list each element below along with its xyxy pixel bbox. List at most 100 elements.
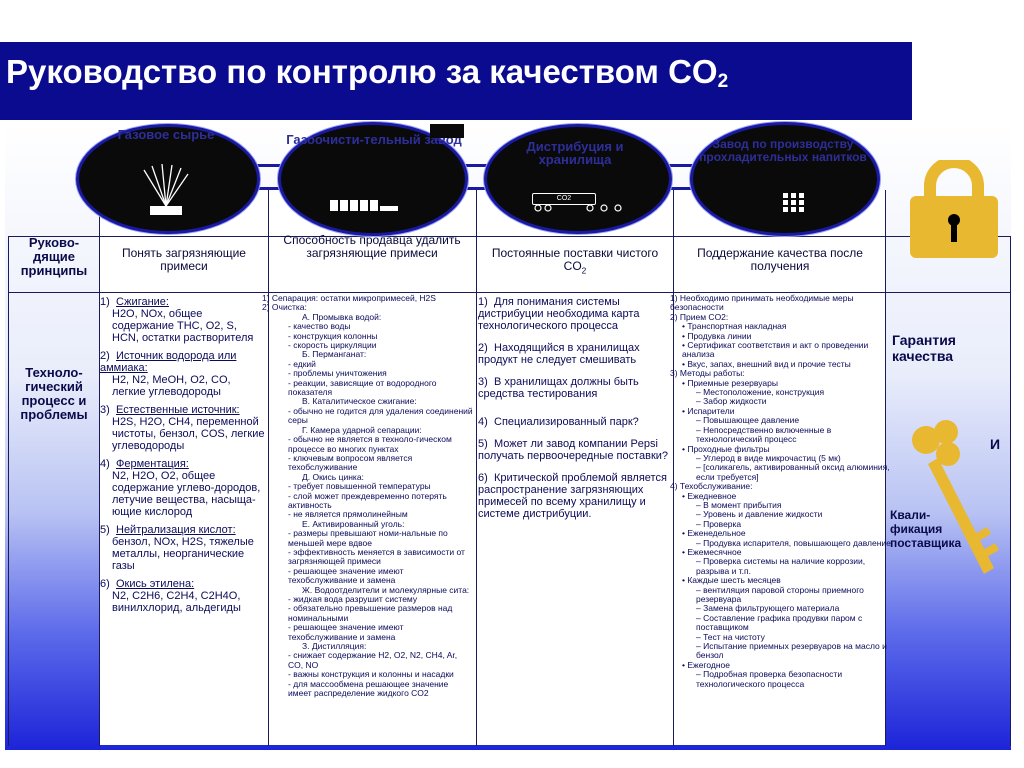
col3-item: 5)Может ли завод компании Pepsi получать… — [478, 438, 669, 462]
col4-line: – Подробная проверка безопасности технол… — [696, 669, 843, 689]
col2-line: - решающее значение имеют техобслуживани… — [288, 565, 404, 586]
lock-icon — [910, 160, 998, 258]
col2-line: Г. Камера ударной сепарации: — [302, 424, 422, 435]
col4-line: • Проходные фильтры — [682, 443, 770, 454]
col1-item: 2)Источник водорода или аммиака: — [100, 350, 237, 374]
stage-distribution-storage-label: Дистрибуция и хранилища — [526, 139, 624, 167]
header-col4: Поддержание качества после получения — [697, 246, 863, 273]
col3-item: 4)Специализированный парк? — [478, 416, 639, 428]
col4-line: • Транспортная накладная — [682, 321, 787, 332]
col2-line: - качество воды — [288, 321, 351, 332]
col2-line: А. Промывка водой: — [302, 311, 382, 322]
header-col2: Способность продавца удалить загрязняющи… — [283, 233, 461, 260]
col2-line: - важны конструкция и колонны и насадки — [288, 669, 454, 680]
header-col1: Понять загрязняющие примеси — [122, 246, 246, 273]
col2-line: Е. Активированный уголь: — [302, 518, 405, 529]
col3-content: 1)Для понимания системы дистрибуции необ… — [478, 296, 670, 520]
col4-line: 3) Методы работы: — [670, 368, 745, 379]
col2-line: - слой может преждевременно потерять акт… — [288, 490, 447, 510]
col1-area — [99, 190, 268, 745]
stage-gas-feed — [76, 124, 260, 234]
page-title: Руководство по контролю за качеством CO2 — [6, 53, 729, 92]
col4-line: – Уровень и давление жидкости — [696, 509, 823, 520]
col4-line: – Углерод в виде микрочастиц (5 мк) — [696, 452, 841, 463]
col4-line: • Продувка линии — [682, 330, 752, 341]
col4-line: • Приемные резервуары — [682, 377, 778, 388]
col1-item: 4)Ферментация: — [100, 458, 189, 470]
col4-area — [674, 190, 885, 745]
stage-purification-plant-label: Газоочисти-тельный завод — [286, 132, 462, 147]
col1-content: 1)Сжигание: H2O, NOx, общее содержание T… — [100, 296, 266, 614]
col4-line: – Замена фильтрующего материала — [696, 603, 840, 614]
grid-line-4 — [673, 190, 674, 746]
col2-area — [269, 190, 476, 745]
col4-line: • Ежедневное — [682, 490, 737, 501]
and-label: И — [990, 436, 1001, 452]
row-label-process: Техноло-гический процесс и проблемы — [20, 365, 88, 422]
col2-line: - снижает содержание H2, O2, N2, CH4, Ar… — [288, 650, 458, 670]
col2-line: - реакции, зависящие от водородного пока… — [288, 377, 437, 398]
col2-line: - обычно не годится для удаления соедине… — [288, 405, 473, 426]
col4-line: • Еженедельное — [682, 528, 746, 539]
col1-item-body: H2S, H2O, CH4, переменной чистоты, бензо… — [112, 416, 265, 452]
quality-guarantee-label: Гарантия качества — [892, 332, 956, 364]
col4-line: – Проверка — [696, 518, 742, 529]
title-bar — [0, 42, 912, 120]
col2-line: - требует повышенной температуры — [288, 481, 431, 492]
col4-line: • Ежемесячное — [682, 546, 742, 557]
col3-item: 3)В хранилищах должны быть средства тест… — [478, 376, 639, 400]
col2-line: - решающее значение имеют техобслуживани… — [288, 622, 404, 642]
col2-line: - ключевым вопросом является техобслужив… — [288, 452, 413, 473]
col4-line: • Вкус, запах, внешний вид и прочие тест… — [682, 358, 851, 369]
stage-distribution-storage — [484, 124, 672, 234]
col1-item: 6)Окись этилена: — [100, 578, 195, 590]
gas-burner-icon — [143, 163, 189, 215]
col2-line: - скорость циркуляции — [288, 340, 377, 351]
tanker-icon — [534, 204, 622, 212]
col2-line: - конструкция колонны — [288, 330, 378, 341]
col1-item-body: бензол, NOx, H2S, тяжелые металлы, неорг… — [112, 536, 254, 572]
grid-line-left — [8, 236, 9, 746]
col2-line: Д. Окись цинка: — [302, 471, 364, 482]
col4-line: – [соликагель, активированный оксид алюм… — [696, 462, 890, 482]
col1-item-body: H2, N2, MeOH, O2, CO, легкие углеводород… — [112, 374, 231, 398]
col2-line: В. Каталитическое сжигание: — [302, 396, 417, 407]
col2-line: - обычно не является в техноло-гическом … — [288, 434, 452, 454]
col2-content: 1) Сепарация: остатки микропримесей, H2S… — [262, 293, 474, 699]
col2-line: - не является прямолинейным — [288, 509, 408, 520]
header-col3: Постоянные поставки чистого CO2 — [491, 246, 659, 276]
col2-line: - жидкая вода разрушит систему — [288, 594, 418, 604]
tanker-badge: CO2 — [532, 193, 596, 205]
col4-line: – Местоположение, конструкция — [696, 387, 825, 398]
grid-line-1 — [99, 190, 100, 746]
col2-line: - эффективность меняется в зависимости о… — [288, 546, 465, 567]
supplier-qualification-label: Квали-фикация поставщика — [890, 508, 962, 550]
col4-line: – Забор жидкости — [696, 396, 767, 407]
col1-item-body: H2O, NOx, общее содержание THC, O2, S, H… — [112, 308, 254, 344]
col4-line: • Каждые шесть месяцев — [682, 575, 781, 586]
col3-item: 2)Находящийся в хранилищах продукт не сл… — [478, 342, 640, 366]
col2-line: Б. Перманганат: — [302, 349, 367, 360]
col3-item: 1)Для понимания системы дистрибуции необ… — [478, 296, 640, 332]
col4-line: • Испарители — [682, 405, 735, 416]
col4-line: – Повышающее давление — [696, 415, 800, 426]
col2-line: - размеры превышают номи-нальные по мень… — [288, 528, 448, 548]
row-label-principles: Руково-дящие принципы — [20, 235, 88, 278]
stage-beverage-plant-label: Завод по производству прохладительных на… — [699, 137, 867, 164]
col4-line: – Тест на чистоту — [696, 631, 765, 642]
col2-line: З. Дистилляция: — [302, 641, 367, 652]
stage-gas-feed-label: Газовое сырье — [117, 127, 215, 142]
col4-content: 1) Необходимо принимать необходимые меры… — [670, 293, 892, 689]
col2-line: - для массообмена решающее значение имее… — [288, 678, 449, 699]
bottle-pack-icon — [783, 193, 804, 212]
col2-line: - проблемы уничтожения — [288, 368, 387, 379]
col4-line: 4) Техобслуживание: — [670, 481, 753, 492]
col3-item: 6)Критической проблемой является распрос… — [478, 472, 667, 520]
col2-line: 2) Очистка: — [262, 302, 307, 313]
col2-line: - обязательно превышение размеров над но… — [288, 603, 453, 623]
col4-line: 2) Прием CO2: — [670, 311, 729, 322]
grid-line-header — [8, 292, 1010, 293]
plant-icon — [330, 200, 398, 211]
grid-line-right — [1010, 236, 1011, 746]
col4-line: 1) Необходимо принимать необходимые меры… — [670, 293, 854, 313]
